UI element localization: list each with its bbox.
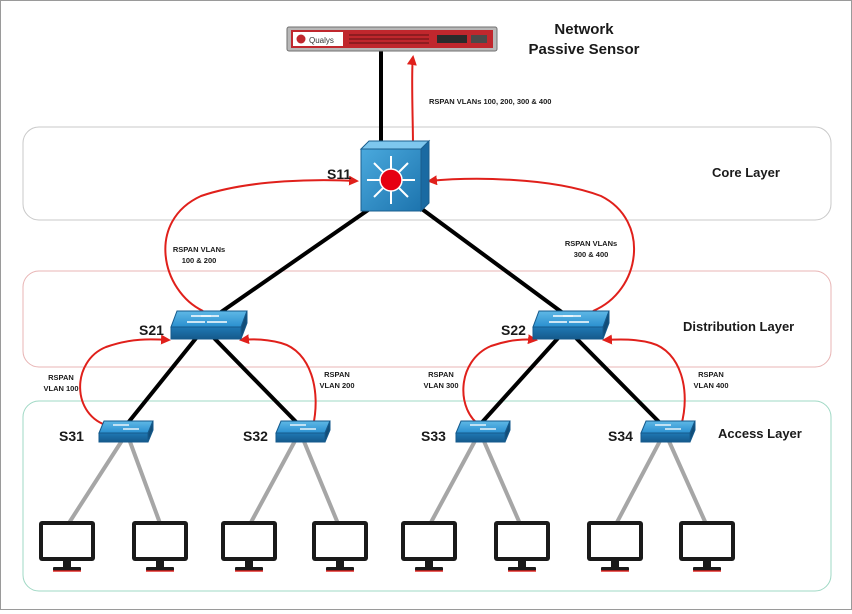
monitor-icon — [494, 521, 550, 572]
rspan-label-s32-line1: RSPAN — [324, 370, 350, 379]
rspan-arrow-s22-s11 — [427, 175, 635, 312]
link-s22-s33 — [474, 335, 561, 431]
rspan-label-s33-line1: RSPAN — [428, 370, 454, 379]
workgroup-switch-icon — [532, 310, 610, 340]
core-layer-label: Core Layer — [712, 165, 780, 180]
monitor-icon — [401, 521, 457, 572]
sensor-title-line1: Network — [554, 21, 614, 38]
switch-label-s11: S11 — [327, 166, 351, 182]
workgroup-switch-icon — [98, 420, 154, 443]
workgroup-switch-icon — [455, 420, 511, 443]
sensor-brand: Qualys — [309, 36, 334, 45]
monitor-icon — [39, 521, 95, 572]
monitor-icon — [312, 521, 368, 572]
rspan-arrow-s33-s22 — [462, 334, 538, 427]
multilayer-switch-icon — [359, 139, 431, 213]
host-monitors — [39, 521, 735, 572]
access-layer-label: Access Layer — [718, 426, 802, 441]
switch-label-s32: S32 — [243, 428, 268, 444]
core-layer-band — [22, 126, 832, 221]
sensor-uplink-label: RSPAN VLANs 100, 200, 300 & 400 — [429, 97, 551, 106]
link-s32-host4 — [301, 437, 341, 528]
workgroup-switch-icon — [275, 420, 331, 443]
access-links — [65, 437, 709, 528]
monitor-icon — [221, 521, 277, 572]
rspan-arrow-s21-s11 — [164, 175, 359, 312]
distribution-layer-label: Distribution Layer — [683, 319, 794, 334]
access-layer-band — [22, 400, 832, 592]
link-s22-s34 — [573, 335, 668, 431]
rspan-label-s22-line1: RSPAN VLANs — [565, 239, 617, 248]
trunk-links — [121, 39, 668, 431]
link-s31-host1 — [65, 437, 125, 528]
rspan-arrows — [79, 55, 686, 427]
rspan-label-s33-line2: VLAN 300 — [423, 381, 458, 390]
rspan-label-s21-line2: 100 & 200 — [182, 256, 217, 265]
link-s34-host8 — [666, 437, 709, 528]
sensor-title-line2: Passive Sensor — [529, 41, 640, 58]
link-s11-s21 — [209, 199, 383, 321]
link-s34-host7 — [613, 437, 663, 528]
link-s33-host6 — [481, 437, 523, 528]
link-s21-s32 — [211, 335, 305, 431]
rspan-label-s34-line1: RSPAN — [698, 370, 724, 379]
rspan-arrow-s34-s22 — [602, 334, 686, 427]
link-s33-host5 — [427, 437, 478, 528]
switch-label-s33: S33 — [421, 428, 446, 444]
switch-label-s22: S22 — [501, 322, 526, 338]
monitor-icon — [587, 521, 643, 572]
switch-label-s31: S31 — [59, 428, 84, 444]
rspan-label-s21-line1: RSPAN VLANs — [173, 245, 225, 254]
rspan-arrow-s31-s21 — [79, 334, 171, 427]
monitor-icon — [679, 521, 735, 572]
distribution-layer-band — [22, 270, 832, 368]
link-s11-s22 — [409, 199, 573, 321]
rspan-label-s32-line2: VLAN 200 — [319, 381, 354, 390]
link-s32-host3 — [247, 437, 298, 528]
workgroup-switch-icon — [170, 310, 248, 340]
rspan-label-s31-line2: VLAN 100 — [43, 384, 78, 393]
link-s31-host2 — [127, 437, 163, 528]
rspan-arrow-s11-sensor — [406, 55, 417, 147]
switch-label-s34: S34 — [608, 428, 633, 444]
rspan-label-s34-line2: VLAN 400 — [693, 381, 728, 390]
rspan-label-s22-line2: 300 & 400 — [574, 250, 609, 259]
network-sensor-appliance-icon: Qualys — [286, 26, 498, 52]
rspan-label-s31-line1: RSPAN — [48, 373, 74, 382]
monitor-icon — [132, 521, 188, 572]
link-s21-s31 — [121, 335, 199, 431]
workgroup-switch-icon — [640, 420, 696, 443]
switch-label-s21: S21 — [139, 322, 164, 338]
rspan-arrow-s32-s21 — [239, 334, 317, 427]
